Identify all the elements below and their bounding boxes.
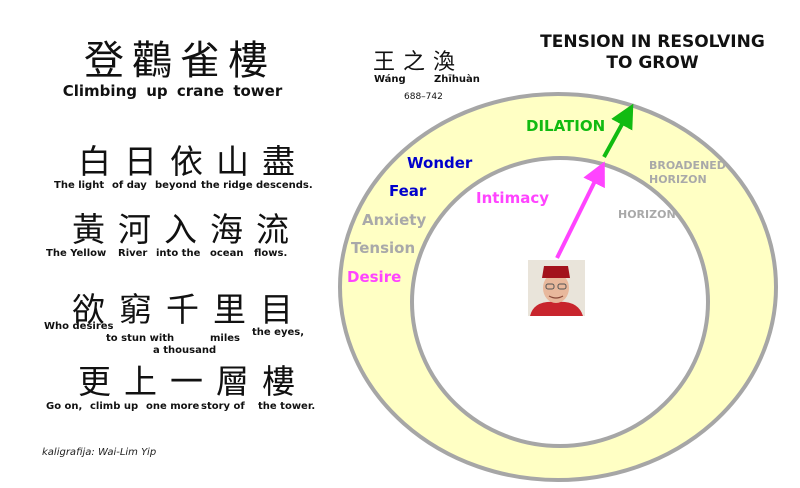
fear-label: Fear	[389, 182, 427, 200]
dilation-label: DILATION	[526, 117, 606, 135]
tension-label: Tension	[351, 239, 416, 257]
broadened-horizon-label-line-1: BROADENED	[649, 159, 726, 172]
author-pinyin-given: Zhīhuàn	[434, 74, 480, 85]
poem-line-3-gloss-5: the eyes,	[252, 327, 304, 338]
poem-line-3-chinese: 欲窮千里目	[72, 290, 307, 329]
poem-line-2-gloss-3: into the	[156, 248, 201, 259]
intimacy-label: Intimacy	[476, 189, 549, 207]
horizon-label: HORIZON	[618, 208, 676, 221]
poem-line-4-gloss-5: the tower.	[258, 401, 316, 412]
poem-line-1-gloss-2: of day	[112, 180, 147, 191]
portrait-glasses-left	[545, 283, 555, 290]
diagram-title-line-1: TENSION IN RESOLVING	[540, 32, 765, 52]
poem-line-1-gloss-5: descends.	[256, 180, 313, 191]
author-pinyin-surname: Wáng	[374, 74, 406, 85]
portrait-glasses-right	[557, 283, 567, 290]
poem-line-2-gloss-4: ocean	[210, 248, 244, 259]
poem-title-english: Climbing up crane tower	[62, 82, 283, 100]
diagram-title: TENSION IN RESOLVING TO GROW	[530, 32, 775, 74]
poem-line-1-gloss-4: the ridge	[201, 180, 253, 191]
poem-line-1-chinese: 白日依山盡	[78, 142, 308, 181]
broadened-horizon-label-line-2: HORIZON	[649, 173, 707, 186]
calligraphy-credit: kaligrafija: Wai-Lim Yip	[42, 447, 157, 458]
poem-line-2-gloss-2: River	[118, 248, 148, 259]
poem-line-2-gloss-5: flows.	[254, 248, 288, 259]
portrait-fez-hat	[542, 266, 570, 278]
portrait-smile	[548, 295, 564, 299]
poem-line-4-chinese: 更上一層樓	[78, 362, 308, 401]
author-name-chinese: 王之渙	[373, 50, 464, 75]
poem-line-2-chinese: 黃河入海流	[72, 210, 302, 249]
poem-title-chinese: 登鸛雀樓	[84, 38, 276, 84]
poem-line-4-gloss-2: climb up	[90, 401, 139, 412]
poem-line-3-gloss-2: to stun with	[106, 333, 175, 344]
portrait-photo	[528, 260, 585, 316]
poem-line-1-gloss-1: The light	[54, 180, 105, 191]
poem-line-2-gloss-1: The Yellow	[46, 248, 107, 259]
poem-line-4-gloss-4: story of	[201, 401, 245, 412]
poem-line-3-gloss-1: Who desires	[44, 321, 114, 332]
desire-label: Desire	[347, 268, 402, 286]
poem-line-4-gloss-1: Go on,	[46, 401, 83, 412]
author-dates: 688–742	[404, 92, 443, 102]
portrait-face	[543, 273, 569, 303]
poem-line-4-gloss-3: one more	[146, 401, 200, 412]
dilation-arrow	[602, 103, 634, 158]
diagram-title-line-2: TO GROW	[606, 53, 699, 73]
poem-line-1-gloss-3: beyond	[155, 180, 197, 191]
intimacy-arrow	[555, 161, 605, 259]
portrait-illustration	[528, 260, 585, 316]
broadened-horizon-label: BROADENED HORIZON	[649, 159, 726, 187]
poem-line-3-gloss-4: miles	[210, 333, 241, 344]
portrait-shirt	[530, 301, 583, 316]
wonder-label: Wonder	[407, 154, 473, 172]
poem-line-3-gloss-3: a thousand	[153, 345, 217, 356]
anxiety-label: Anxiety	[362, 211, 427, 229]
